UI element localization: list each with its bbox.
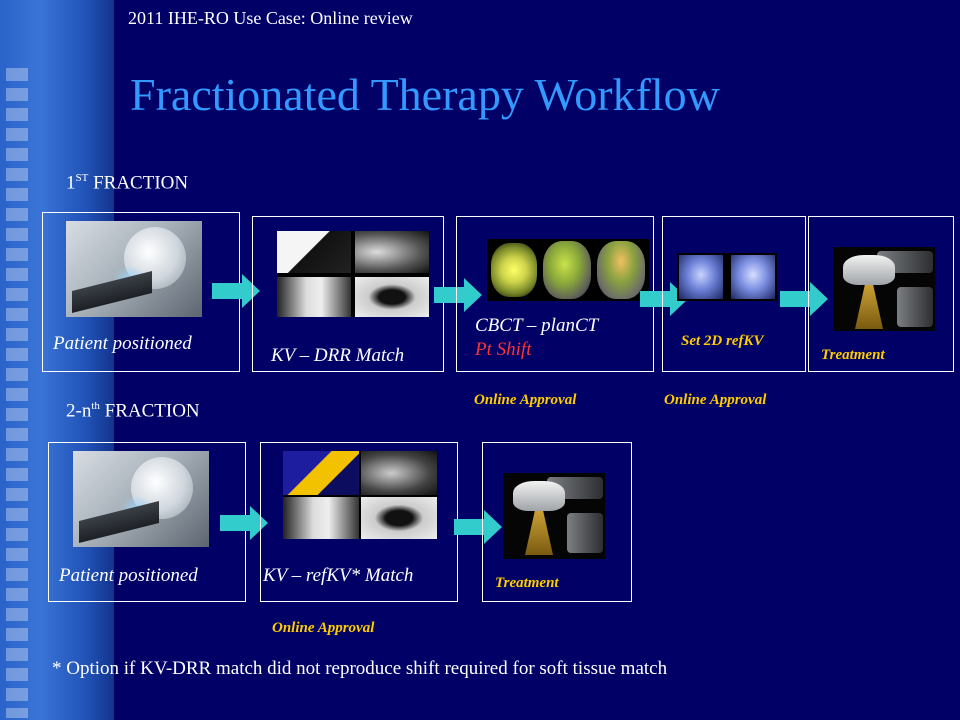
approval-label-refkv: Online Approval bbox=[664, 392, 767, 408]
right-arrow-icon bbox=[454, 510, 502, 544]
caption-treatment-1: Treatment bbox=[821, 347, 885, 363]
first-fraction-label-sup: ST bbox=[75, 172, 89, 184]
slide-title: Fractionated Therapy Workflow bbox=[130, 69, 720, 120]
second-fraction-label-prefix: 2-n bbox=[66, 400, 92, 422]
right-arrow-icon bbox=[434, 278, 482, 312]
step-kv-drr-match: KV – DRR Match bbox=[252, 216, 444, 372]
first-fraction-label-suffix: FRACTION bbox=[88, 172, 189, 194]
step-treatment-1: Treatment bbox=[808, 216, 954, 372]
left-decorative-strip bbox=[0, 0, 114, 720]
decorative-squares bbox=[6, 68, 28, 718]
caption-treatment-2: Treatment bbox=[495, 575, 559, 591]
footnote: * Option if KV-DRR match did not reprodu… bbox=[52, 658, 668, 679]
second-fraction-label-suffix: FRACTION bbox=[99, 400, 200, 422]
treatment-machine-photo bbox=[833, 247, 935, 331]
step-patient-positioned-2: Patient positioned bbox=[48, 442, 246, 602]
step-cbct-plan-ct: CBCT – planCT Pt Shift bbox=[456, 216, 654, 372]
second-fraction-label: 2-nth FRACTION bbox=[66, 400, 200, 422]
caption-patient-positioned-1: Patient positioned bbox=[53, 333, 192, 354]
approval-label-refkv-match: Online Approval bbox=[272, 620, 375, 636]
caption-pt-shift: Pt Shift bbox=[475, 339, 532, 360]
step-kv-refkv-match: KV – refKV* Match bbox=[260, 442, 458, 602]
step-treatment-2: Treatment bbox=[482, 442, 632, 602]
refkv-images bbox=[677, 253, 777, 301]
step-set-2d-refkv: Set 2D refKV bbox=[662, 216, 806, 372]
right-arrow-icon bbox=[640, 282, 688, 316]
second-fraction-label-sup: th bbox=[91, 400, 100, 412]
right-arrow-icon bbox=[220, 506, 268, 540]
approval-label-cbct: Online Approval bbox=[474, 392, 577, 408]
header-note: 2011 IHE-RO Use Case: Online review bbox=[128, 8, 413, 28]
caption-set-2d-refkv: Set 2D refKV bbox=[681, 333, 764, 349]
patient-positioning-photo bbox=[66, 221, 202, 317]
caption-cbct-plan-ct: CBCT – planCT bbox=[475, 315, 599, 336]
kv-drr-images bbox=[277, 231, 429, 317]
first-fraction-label: 1ST FRACTION bbox=[66, 172, 188, 194]
caption-kv-drr-match: KV – DRR Match bbox=[271, 345, 405, 366]
caption-patient-positioned-2: Patient positioned bbox=[59, 565, 198, 586]
right-arrow-icon bbox=[212, 274, 260, 308]
first-fraction-label-prefix: 1 bbox=[66, 172, 76, 194]
caption-kv-refkv-match: KV – refKV* Match bbox=[263, 565, 414, 586]
cbct-images bbox=[487, 239, 649, 301]
right-arrow-icon bbox=[780, 282, 828, 316]
kv-refkv-images bbox=[283, 451, 437, 539]
patient-positioning-photo bbox=[73, 451, 209, 547]
treatment-machine-photo bbox=[503, 473, 605, 559]
step-patient-positioned-1: Patient positioned bbox=[42, 212, 240, 372]
